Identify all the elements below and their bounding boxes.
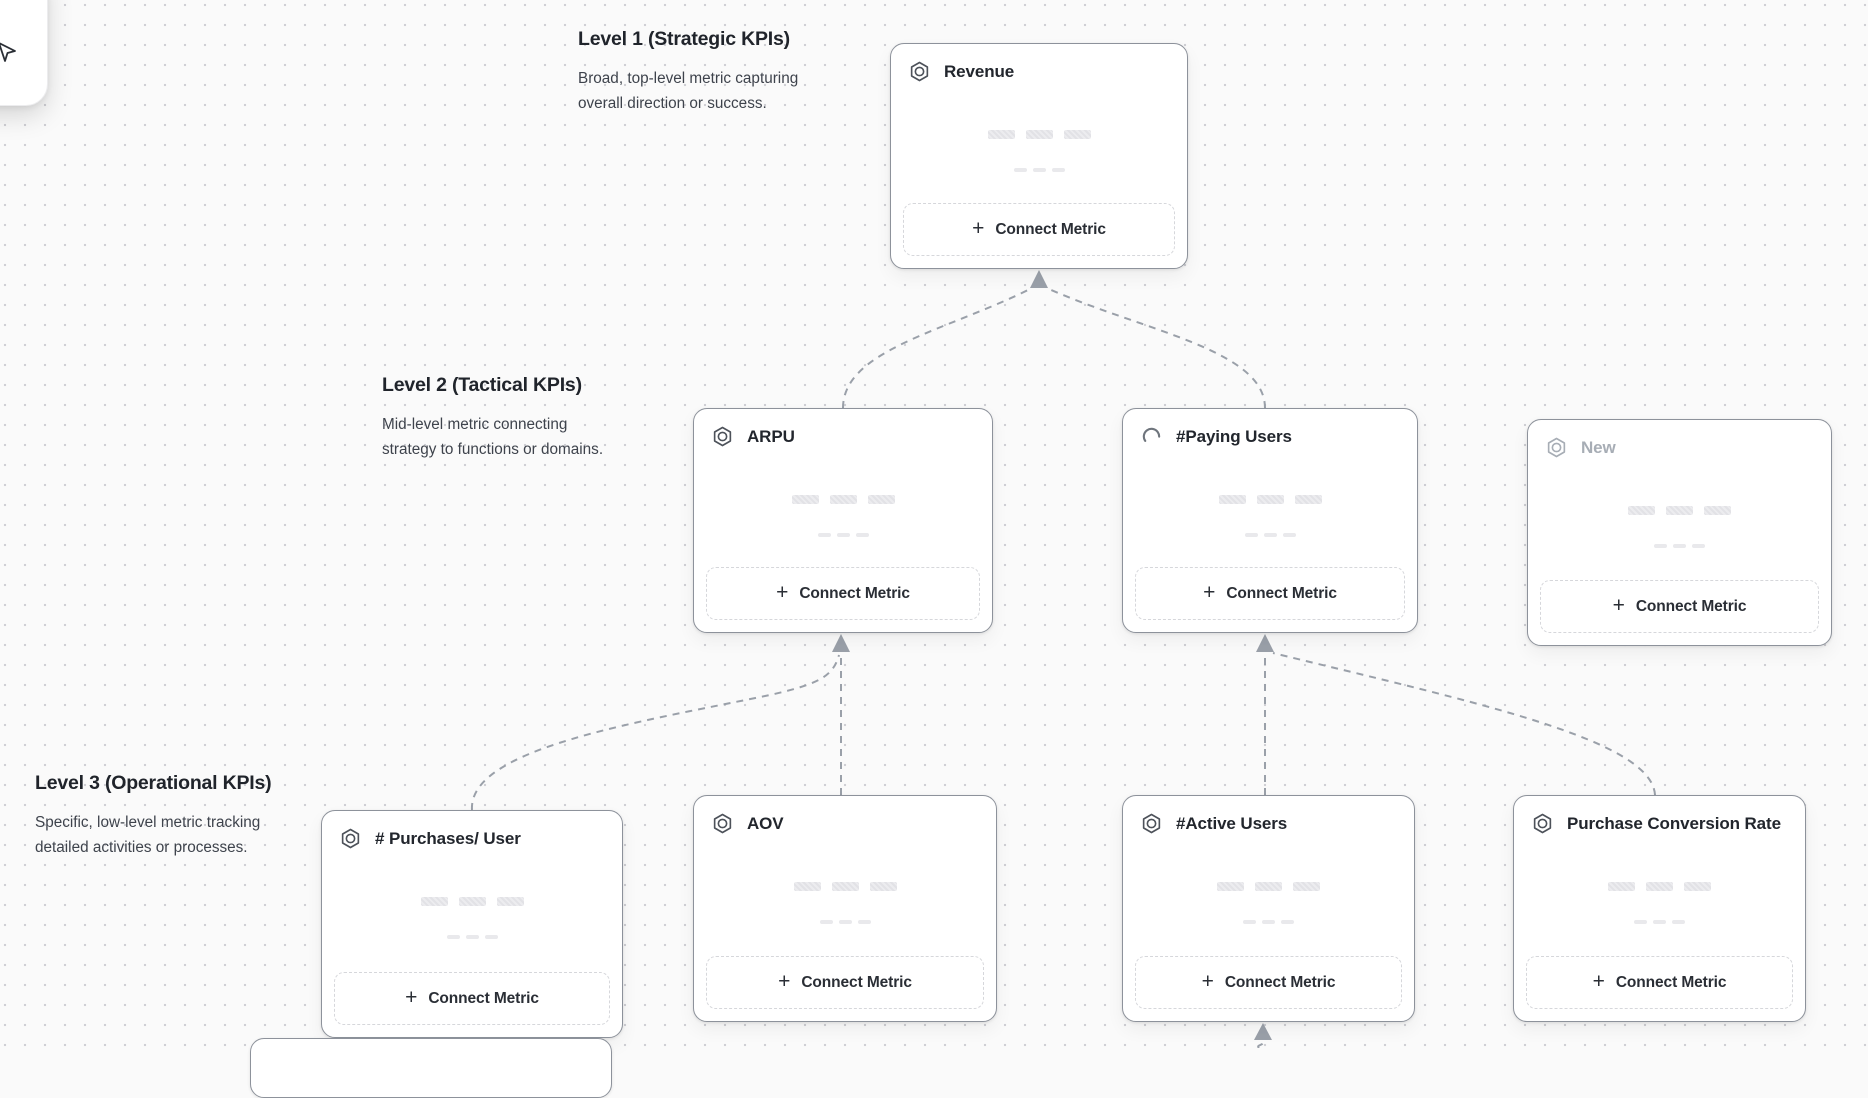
connect-metric-button[interactable]: + Connect Metric (903, 203, 1175, 256)
metric-card-title: Purchase Conversion Rate (1567, 813, 1781, 833)
metric-card-purchase-conversion-rate[interactable]: Purchase Conversion Rate + Connect Metri… (1513, 795, 1806, 1022)
connect-metric-button[interactable]: + Connect Metric (1135, 567, 1405, 620)
connect-metric-label: Connect Metric (428, 989, 539, 1007)
skeleton-row-small (1013, 168, 1065, 172)
metric-card-header: AOV (711, 812, 982, 835)
connect-metric-button[interactable]: + Connect Metric (706, 567, 980, 620)
skeleton-row-small (1243, 920, 1294, 924)
metric-hexagon-icon (1533, 813, 1552, 834)
metric-card-active-users[interactable]: #Active Users + Connect Metric (1122, 795, 1415, 1022)
metric-card-title: AOV (747, 813, 784, 833)
level2-description: Mid-level metric connecting strategy to … (382, 416, 604, 458)
metric-card-title: Revenue (944, 61, 1015, 81)
metric-placeholder-skeleton (1123, 495, 1417, 537)
cursor-icon (0, 42, 16, 62)
metric-card-new-metric[interactable]: New + Connect Metric (1527, 419, 1832, 646)
skeleton-row (1628, 506, 1731, 515)
connect-metric-label: Connect Metric (1224, 973, 1336, 991)
skeleton-row-small (446, 935, 498, 939)
skeleton-row (791, 495, 895, 504)
skeleton-row-small (1634, 920, 1685, 924)
level3-description: Specific, low-level metric tracking deta… (35, 814, 261, 856)
metric-placeholder-skeleton (322, 897, 622, 939)
metric-hexagon-icon (713, 426, 732, 447)
skeleton-row (1217, 882, 1320, 891)
level3-title: Level 3 (Operational KPIs) (35, 772, 272, 794)
metric-hexagon-icon (1142, 813, 1161, 834)
skeleton-row-small (817, 533, 869, 537)
metric-card-title: #Paying Users (1176, 426, 1292, 446)
metric-hexagon-icon (1547, 437, 1566, 458)
metric-card-paying-users[interactable]: #Paying Users + Connect Metric (1122, 408, 1418, 633)
metric-placeholder-skeleton (891, 130, 1187, 172)
level1-heading: Level 1 (Strategic KPIs) Broad, top-leve… (578, 28, 798, 116)
skeleton-row-small (819, 920, 871, 924)
connect-metric-button[interactable]: + Connect Metric (1540, 580, 1819, 633)
metric-card-header: ARPU (711, 425, 978, 448)
metric-card-header: #Active Users (1140, 812, 1400, 835)
metric-placeholder-skeleton (1514, 882, 1805, 924)
skeleton-row (1218, 495, 1322, 504)
metric-card-title: # Purchases/ User (375, 828, 521, 848)
plus-icon: + (1201, 970, 1214, 993)
skeleton-row (420, 897, 524, 906)
plus-icon: + (405, 986, 418, 1009)
plus-icon: + (778, 970, 791, 993)
level3-heading: Level 3 (Operational KPIs) Specific, low… (35, 772, 272, 860)
plus-icon: + (776, 581, 789, 604)
metric-card-arpu[interactable]: ARPU + Connect Metric (693, 408, 993, 633)
metric-card-purchases-per-user[interactable]: # Purchases/ User + Connect Metric (321, 810, 623, 1038)
connect-metric-label: Connect Metric (1226, 584, 1337, 602)
floating-tool-widget[interactable] (0, 0, 48, 106)
connect-metric-label: Connect Metric (799, 584, 910, 602)
connect-metric-button[interactable]: + Connect Metric (706, 956, 984, 1009)
metric-card-header: Revenue (908, 60, 1173, 83)
metric-placeholder-skeleton (1123, 882, 1414, 924)
connect-metric-button[interactable]: + Connect Metric (334, 972, 610, 1025)
connect-metric-label: Connect Metric (801, 973, 912, 991)
plus-icon: + (1592, 970, 1605, 993)
level2-heading: Level 2 (Tactical KPIs) Mid-level metric… (382, 374, 603, 462)
skeleton-row-small (1654, 544, 1705, 548)
skeleton-row (793, 882, 897, 891)
metric-card-title: #Active Users (1176, 813, 1288, 833)
connect-metric-label: Connect Metric (1635, 597, 1747, 615)
connect-metric-button[interactable]: + Connect Metric (1135, 956, 1402, 1009)
metric-card-header: New (1545, 436, 1817, 459)
metric-placeholder-skeleton (1528, 506, 1831, 548)
metric-card-title: New (1581, 437, 1616, 457)
level1-description: Broad, top-level metric capturing overal… (578, 70, 799, 112)
plus-icon: + (972, 217, 985, 240)
plus-icon: + (1203, 581, 1216, 604)
metric-hexagon-icon (910, 61, 929, 82)
metric-card-header: #Paying Users (1140, 425, 1403, 448)
metric-hexagon-icon (713, 813, 732, 834)
loading-spinner-icon (1142, 427, 1161, 446)
skeleton-row-small (1244, 533, 1296, 537)
skeleton-row (987, 130, 1091, 139)
metric-card-header: Purchase Conversion Rate (1531, 812, 1791, 835)
connect-metric-label: Connect Metric (1615, 973, 1727, 991)
metric-hexagon-icon (341, 828, 360, 849)
metric-placeholder-skeleton (694, 495, 992, 537)
connect-metric-button[interactable]: + Connect Metric (1526, 956, 1793, 1009)
plus-icon: + (1612, 594, 1625, 617)
level1-title: Level 1 (Strategic KPIs) (578, 28, 790, 50)
metric-card-title: ARPU (747, 426, 795, 446)
level2-title: Level 2 (Tactical KPIs) (382, 374, 582, 396)
metric-card-partial[interactable] (250, 1038, 612, 1098)
skeleton-row (1608, 882, 1711, 891)
metric-card-revenue[interactable]: Revenue + Connect Metric (890, 43, 1188, 269)
connect-metric-label: Connect Metric (995, 220, 1106, 238)
metric-placeholder-skeleton (694, 882, 996, 924)
metric-card-header: # Purchases/ User (339, 827, 608, 850)
metric-card-aov[interactable]: AOV + Connect Metric (693, 795, 997, 1022)
